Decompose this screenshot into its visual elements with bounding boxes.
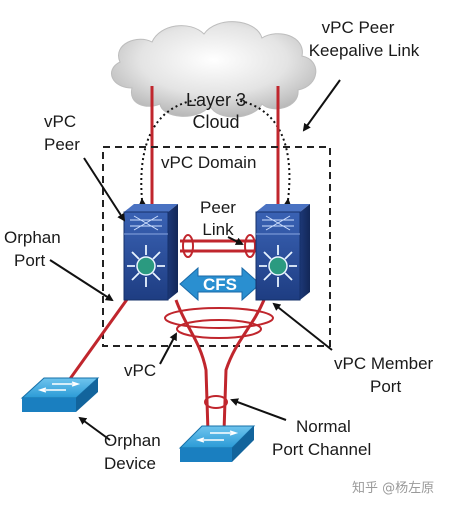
vpc-peer-label-line1: vPC: [44, 112, 76, 131]
keepalive-label-line2: Keepalive Link: [309, 41, 420, 60]
vpc-member-ellipse: [176, 319, 262, 339]
cloud-label-line1: Layer 3: [186, 90, 246, 110]
vpc-label: vPC: [124, 361, 156, 380]
downlinks: [60, 297, 266, 433]
layer3-cloud-icon: [111, 21, 317, 118]
peer-link-label-line2: Link: [202, 220, 234, 239]
cfs-label: CFS: [203, 275, 237, 294]
vpc-domain-box: [102, 146, 331, 347]
normal-pc-label-line2: Port Channel: [272, 440, 371, 459]
peer-link-label-line1: Peer: [200, 198, 236, 217]
orphan-port-label-line1: Orphan: [4, 228, 61, 247]
nexus-switch-icon: [255, 204, 310, 301]
normal-port-channel-ellipse: [204, 395, 228, 409]
orphan-device-label-line2: Device: [104, 454, 156, 473]
vpc-peer-label-line2: Peer: [44, 135, 80, 154]
pointer-arrows: [49, 79, 341, 441]
keepalive-label-line1: vPC Peer: [322, 18, 395, 37]
cloud-label-line2: Cloud: [192, 112, 239, 132]
access-switch-icon: [20, 377, 100, 412]
access-switch-icon: [178, 425, 256, 462]
member-port-label-line2: Port: [370, 377, 401, 396]
keepalive-link-left: [138, 99, 197, 207]
vpc-domain-label: vPC Domain: [161, 153, 256, 172]
vpc-bundle-ellipse: [164, 307, 274, 329]
normal-pc-label-line1: Normal: [296, 417, 351, 436]
watermark: 知乎 @杨左原: [352, 480, 434, 496]
peer-link: [180, 234, 258, 258]
keepalive-link-right: [235, 99, 292, 207]
cfs-arrow: CFS: [179, 266, 261, 302]
member-port-label-line1: vPC Member: [334, 354, 434, 373]
nexus-switch-icon: [123, 204, 178, 301]
orphan-port-label-line2: Port: [14, 251, 45, 270]
orphan-device-label-line1: Orphan: [104, 431, 161, 450]
